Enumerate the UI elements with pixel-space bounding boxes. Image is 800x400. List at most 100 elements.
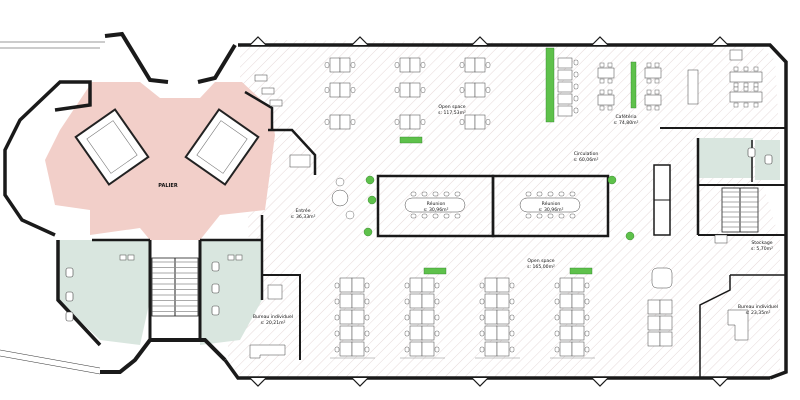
desk (484, 309, 498, 325)
desk (339, 325, 353, 341)
area-circulation: s: 60,06m² (574, 157, 599, 163)
chair (646, 78, 652, 84)
desk (399, 114, 411, 130)
desk (474, 57, 486, 73)
washbasin (227, 254, 235, 261)
terrace (0, 41, 105, 375)
desk (659, 315, 673, 331)
potted-plant (625, 231, 635, 241)
label-circulation: Circulation (574, 151, 599, 157)
chair (334, 346, 340, 353)
desk (464, 57, 476, 73)
desk (409, 114, 421, 130)
chair (404, 346, 410, 353)
area-reunion-1: s: 30,96m² (424, 207, 449, 213)
desk (409, 57, 421, 73)
label-bureau-est: Bureau individuel (738, 304, 778, 310)
washbasin (235, 254, 243, 261)
chair (485, 62, 491, 68)
chair (345, 210, 355, 220)
desk (659, 299, 673, 315)
misc-furniture (249, 154, 749, 359)
desk (409, 341, 423, 357)
room-labels: PALIER Entrée s: 36,33m² Open space s: 1… (158, 104, 778, 326)
desk (351, 277, 365, 293)
desk (571, 309, 585, 325)
desk (329, 57, 341, 73)
window-bay-north (249, 36, 267, 46)
chair (410, 213, 417, 219)
desk (351, 293, 365, 309)
executive-desk (249, 344, 286, 359)
chair (733, 102, 739, 108)
chair (509, 282, 515, 289)
desk (329, 114, 341, 130)
plants (363, 47, 637, 275)
plant-wall (545, 47, 555, 123)
desk (351, 341, 365, 357)
desk (339, 82, 351, 98)
chair (599, 78, 605, 84)
chair (753, 82, 759, 88)
potted-plant (367, 195, 377, 205)
toilet-fixture (211, 305, 220, 316)
chair (454, 191, 461, 197)
desk (484, 325, 498, 341)
chair (753, 102, 759, 108)
toilet-fixture (211, 261, 220, 272)
desk (559, 277, 573, 293)
chair (584, 298, 590, 305)
chair (434, 282, 440, 289)
chair (404, 298, 410, 305)
desk (496, 293, 510, 309)
desk (559, 341, 573, 357)
area-reunion-2: s: 30,96m² (539, 207, 564, 213)
chair (584, 282, 590, 289)
desk (421, 293, 435, 309)
chair (459, 62, 465, 68)
desk (559, 293, 573, 309)
desk (557, 105, 573, 117)
cafeteria-table (729, 91, 763, 103)
chair (421, 191, 428, 197)
desk (659, 331, 673, 347)
elevators (74, 108, 260, 186)
chair (654, 105, 660, 111)
desk (339, 309, 353, 325)
chair (434, 330, 440, 337)
storage-cabinet (714, 234, 728, 244)
chair (558, 213, 565, 219)
chair (364, 282, 370, 289)
toilet-fixture (65, 291, 74, 302)
label-cafeteria: Cafétéria (615, 113, 636, 120)
chair (485, 119, 491, 125)
desk (484, 341, 498, 357)
desk (399, 57, 411, 73)
chair (350, 119, 356, 125)
toilet-fixture (65, 311, 74, 322)
desk (647, 315, 661, 331)
chair (334, 298, 340, 305)
cafeteria-table (597, 94, 615, 106)
chair (404, 314, 410, 321)
chair (394, 119, 400, 125)
chair (443, 191, 450, 197)
area-bureau-est: s: 23,35m² (746, 310, 771, 316)
desk (496, 341, 510, 357)
chair (394, 62, 400, 68)
potted-plant (607, 175, 617, 185)
desk (409, 293, 423, 309)
chair (350, 87, 356, 93)
window-bay-north (471, 36, 489, 46)
desk (647, 331, 661, 347)
area-cafeteria: s: 74,80m² (614, 120, 639, 126)
window-bay-north (591, 36, 609, 46)
chair (607, 78, 613, 84)
label-reunion-1: Réunion (427, 200, 446, 207)
chair (364, 298, 370, 305)
desk (339, 341, 353, 357)
desk (329, 82, 341, 98)
chair (432, 213, 439, 219)
chair (432, 191, 439, 197)
